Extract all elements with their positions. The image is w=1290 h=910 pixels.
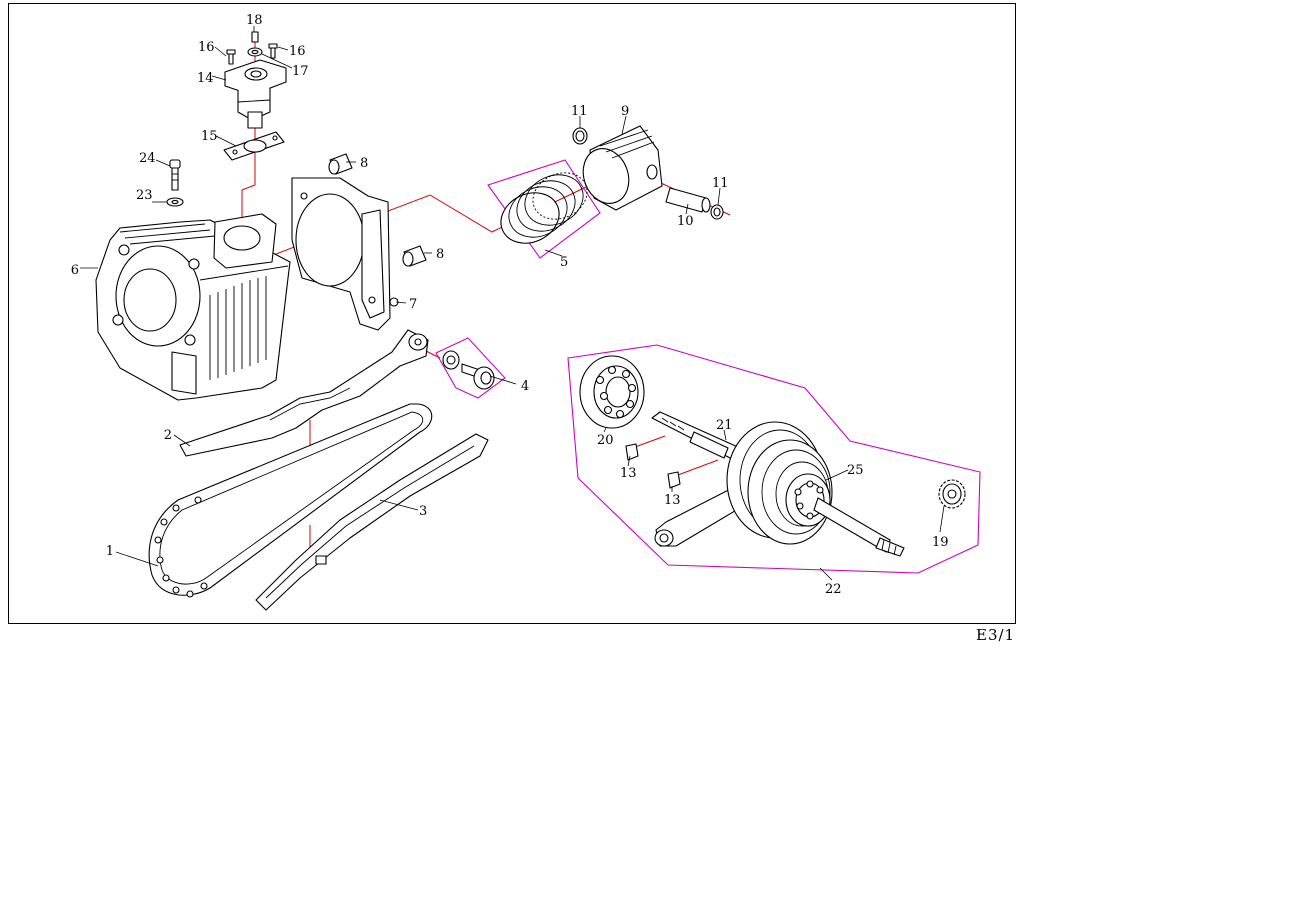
callout-16-left: 16 — [198, 40, 215, 55]
callout-4: 4 — [521, 379, 529, 394]
bolt-washer — [166, 197, 184, 207]
callout-13-lower: 13 — [664, 493, 681, 508]
callout-23: 23 — [136, 188, 153, 203]
callout-21: 21 — [716, 418, 733, 433]
callout-22: 22 — [825, 582, 842, 597]
callout-8-lower: 8 — [436, 247, 444, 262]
timing-sprocket — [938, 479, 966, 509]
callout-15: 15 — [201, 129, 218, 144]
callout-2: 2 — [164, 428, 172, 443]
leader-lines — [80, 26, 945, 581]
chain-tensioner-arm — [179, 329, 429, 457]
callout-10: 10 — [677, 214, 694, 229]
callout-7: 7 — [409, 297, 417, 312]
callout-3: 3 — [419, 504, 427, 519]
callout-labels: 1 2 3 4 5 6 7 8 8 9 10 11 11 13 13 14 15… — [71, 13, 949, 597]
diagram-border — [8, 3, 1016, 624]
callout-9: 9 — [621, 104, 629, 119]
chain-guide — [255, 433, 489, 611]
callout-6: 6 — [71, 263, 79, 278]
piston — [582, 125, 663, 211]
callout-11-right: 11 — [712, 176, 729, 191]
crankshaft-group-outline — [567, 344, 981, 574]
woodruff-key-upper — [625, 443, 639, 461]
callout-19: 19 — [932, 535, 949, 550]
piston-pin-clip-left — [572, 127, 588, 145]
piston-ring-set — [500, 172, 588, 244]
callout-18: 18 — [246, 13, 263, 28]
callout-17: 17 — [292, 64, 309, 79]
dowel-pin-lower — [402, 245, 427, 267]
tensioner-gasket — [223, 131, 285, 161]
piston-pin-clip-right — [710, 204, 724, 220]
callout-5: 5 — [560, 255, 568, 270]
tensioner-cap-bolt — [226, 31, 278, 65]
tensioner-pivot-bolt — [442, 350, 495, 390]
crankshaft-assembly — [651, 411, 905, 557]
callout-16-right: 16 — [289, 44, 306, 59]
page-number: E3/1 — [976, 626, 1016, 644]
cylinder-base-gasket — [291, 177, 399, 331]
piston-pin — [665, 187, 711, 213]
crank-bearing — [579, 355, 645, 429]
dowel-pin-upper — [328, 153, 353, 175]
callout-8-upper: 8 — [360, 156, 368, 171]
callout-14: 14 — [197, 71, 214, 86]
cylinder-block — [95, 213, 291, 401]
tensioner-bolt-group-outline — [435, 337, 506, 399]
woodruff-key-lower — [667, 471, 681, 489]
callout-13-upper: 13 — [620, 466, 637, 481]
callout-24: 24 — [139, 151, 156, 166]
cam-chain — [148, 403, 433, 598]
callout-25: 25 — [847, 463, 864, 478]
callout-20: 20 — [597, 433, 614, 448]
callout-1: 1 — [106, 544, 114, 559]
cam-chain-tensioner — [224, 59, 287, 129]
cylinder-bolt — [169, 159, 181, 191]
callout-11-left: 11 — [571, 104, 588, 119]
